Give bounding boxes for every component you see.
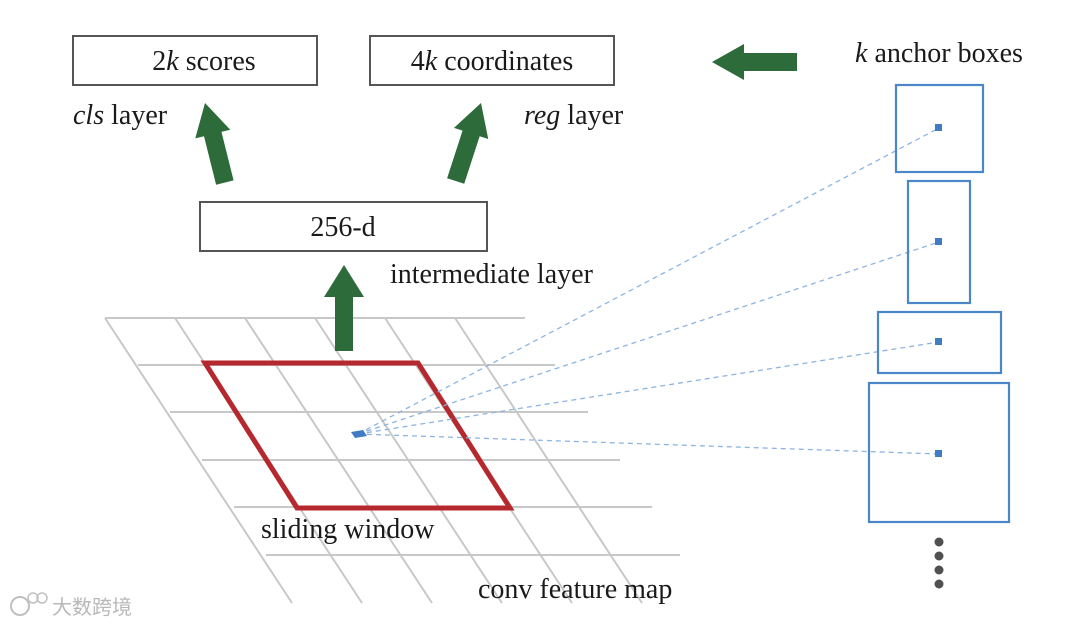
arrow-from-anchors — [712, 44, 797, 80]
arrow-to-reg — [447, 103, 489, 184]
reg-coordinates-text: 4k coordinates — [411, 46, 574, 77]
intermediate-256d-box — [199, 201, 488, 252]
watermark-text: 大数跨境 — [52, 595, 132, 619]
arrow-to-cls — [195, 103, 234, 185]
watermark: 大数跨境 — [10, 592, 132, 619]
anchor-box-3 — [876, 310, 1003, 375]
cls-scores-text: 2k scores — [152, 46, 255, 77]
watermark-logo-icon — [10, 596, 30, 616]
sliding-window-label: sliding window — [261, 514, 435, 545]
intermediate-layer-label: intermediate layer — [390, 259, 594, 290]
anchor-box-2 — [906, 179, 972, 305]
reg-layer-label: reg layer — [524, 100, 624, 131]
sliding-window-center-point — [351, 430, 367, 438]
anchor-box-4 — [867, 381, 1011, 524]
reg-coordinates-box — [369, 35, 615, 86]
anchor-boxes-label: k anchor boxes — [855, 38, 1023, 69]
conv-feature-map-label: conv feature map — [478, 574, 672, 605]
anchor-projection-lines — [357, 127, 940, 455]
anchor-boxes — [867, 83, 1011, 524]
hidden-dim-text: 256-d — [310, 212, 375, 243]
anchor-box-3-center — [935, 338, 942, 345]
anchor-box-1-center — [935, 124, 942, 131]
sliding-window-frame — [200, 360, 515, 511]
anchor-box-4-center — [935, 450, 942, 457]
arrow-to-intermediate — [324, 265, 364, 351]
cls-scores-box — [72, 35, 318, 86]
anchor-box-1 — [894, 83, 985, 174]
anchor-box-2-center — [935, 238, 942, 245]
cls-layer-label: cls layer — [73, 100, 168, 131]
more-anchors-ellipsis — [934, 537, 944, 589]
